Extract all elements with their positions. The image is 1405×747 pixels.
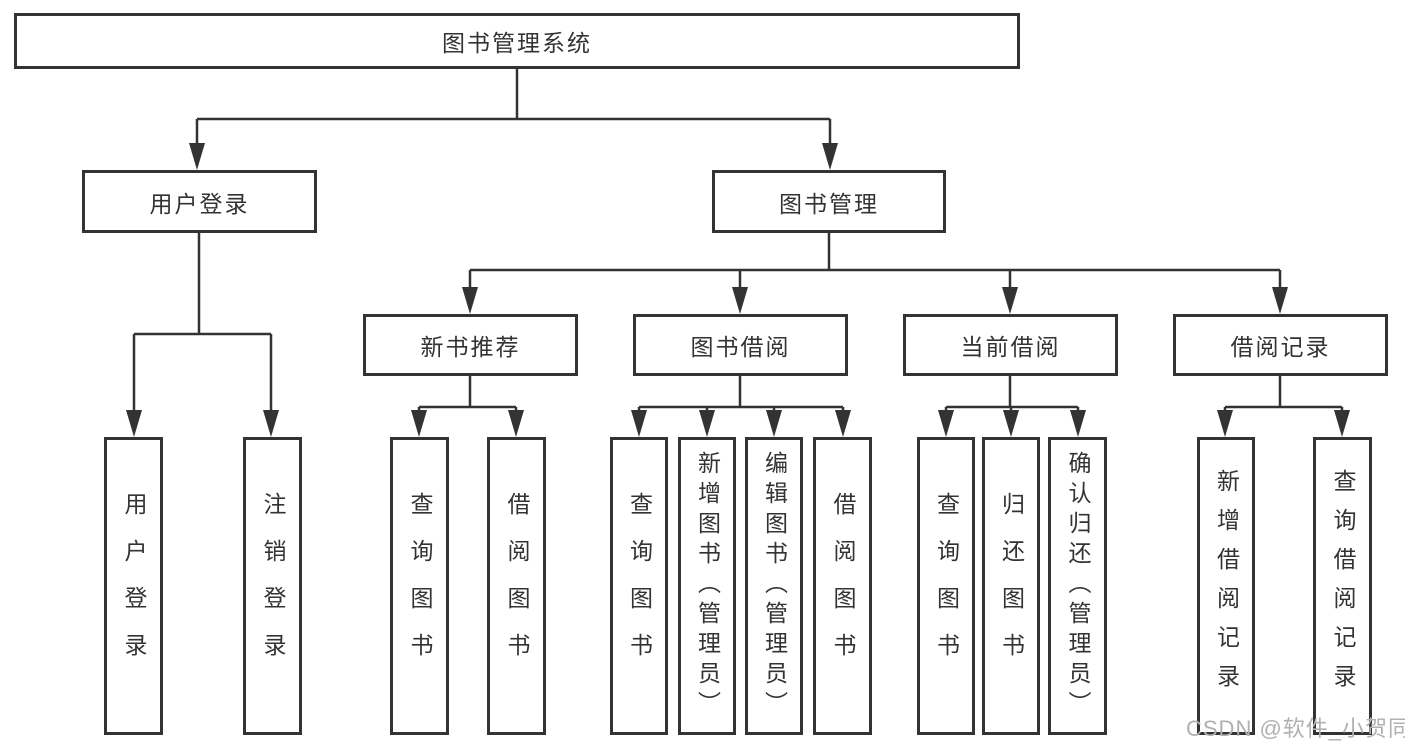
node-label: 注销登录 [260, 492, 286, 680]
node-label: 借阅记录 [1230, 334, 1331, 360]
connector-root-to-level2 [195, 69, 832, 145]
node-label: 确认归还（管理员） [1065, 451, 1091, 721]
leaf-nbr-query-books: 查询图书 [390, 437, 449, 735]
connector-book-management-children [468, 233, 1282, 289]
node-label: 图书管理 [779, 190, 879, 217]
node-label: 归还图书 [998, 492, 1025, 680]
node-label: 新增图书（管理员） [694, 451, 721, 721]
node-label: 用户登录 [149, 190, 250, 217]
node-label: 新书推荐 [420, 334, 521, 360]
node-label: 借阅图书 [504, 492, 530, 680]
connector-new-book-children [417, 376, 518, 412]
leaf-bb-query-books: 查询图书 [610, 437, 668, 735]
connector-book-borrow-children [637, 376, 845, 412]
node-new-book-recommend: 新书推荐 [363, 314, 578, 376]
leaf-cb-return-books: 归还图书 [982, 437, 1040, 735]
node-label: 用户登录 [121, 492, 147, 680]
connector-user-login-children [132, 233, 273, 412]
node-label: 新增借阅记录 [1213, 469, 1240, 703]
node-label: 查询借阅记录 [1330, 469, 1356, 703]
node-user-login: 用户登录 [82, 170, 317, 233]
leaf-nbr-borrow-books: 借阅图书 [487, 437, 546, 735]
node-book-borrowing: 图书借阅 [633, 314, 848, 376]
leaf-bb-add-books-admin: 新增图书（管理员） [678, 437, 736, 735]
node-label: 图书借阅 [690, 334, 791, 360]
node-label: 查询图书 [933, 492, 960, 680]
csdn-watermark: CSDN @软件_小贺同学 [1186, 716, 1405, 741]
arrowheads [126, 143, 1350, 437]
node-root-system: 图书管理系统 [14, 13, 1020, 69]
node-label: 图书管理系统 [442, 30, 592, 56]
node-label: 编辑图书（管理员） [761, 451, 788, 721]
leaf-bb-edit-books-admin: 编辑图书（管理员） [745, 437, 803, 735]
leaf-user-login: 用户登录 [104, 437, 163, 735]
node-label: 查询图书 [407, 492, 433, 680]
node-current-borrowing: 当前借阅 [903, 314, 1118, 376]
leaf-br-query-record: 查询借阅记录 [1313, 437, 1372, 735]
leaf-cb-confirm-return-admin: 确认归还（管理员） [1048, 437, 1107, 735]
connector-current-borrow-children [944, 376, 1080, 412]
node-borrowing-records: 借阅记录 [1173, 314, 1388, 376]
node-label: 查询图书 [626, 492, 653, 680]
node-book-management: 图书管理 [712, 170, 946, 233]
node-label: 借阅图书 [830, 492, 856, 680]
leaf-logout: 注销登录 [243, 437, 302, 735]
node-label: 当前借阅 [960, 334, 1061, 360]
connector-borrow-records-children [1223, 376, 1344, 412]
leaf-bb-borrow-books: 借阅图书 [813, 437, 872, 735]
leaf-br-add-record: 新增借阅记录 [1197, 437, 1255, 735]
leaf-cb-query-books: 查询图书 [917, 437, 975, 735]
